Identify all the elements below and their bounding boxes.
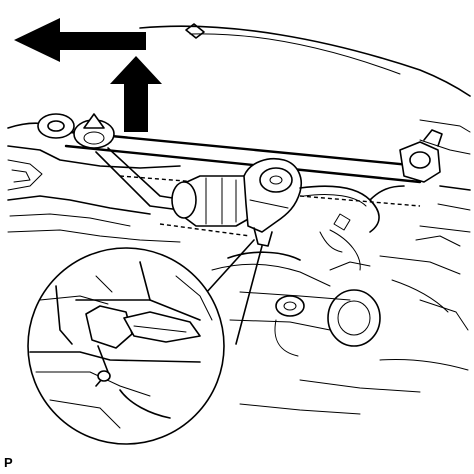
- wiper-motor: [171, 175, 253, 227]
- hood-clip: [185, 23, 205, 39]
- engine-bay-components: [211, 229, 469, 415]
- magnified-detail-view: [27, 247, 225, 445]
- right-wiper-pivot: [399, 129, 443, 183]
- wire-harness: [299, 185, 405, 253]
- hood-edge: [139, 25, 471, 97]
- motor-gearbox: [243, 158, 302, 247]
- upward-arrow: [110, 56, 162, 132]
- wiper-link-rods: [64, 130, 422, 237]
- hood-inner-edge: [189, 33, 401, 75]
- vehicle-forward-arrow: [14, 18, 146, 62]
- cowl-panel: [7, 119, 471, 243]
- figure-code: P: [4, 455, 13, 470]
- left-wiper-pivot: [37, 113, 115, 149]
